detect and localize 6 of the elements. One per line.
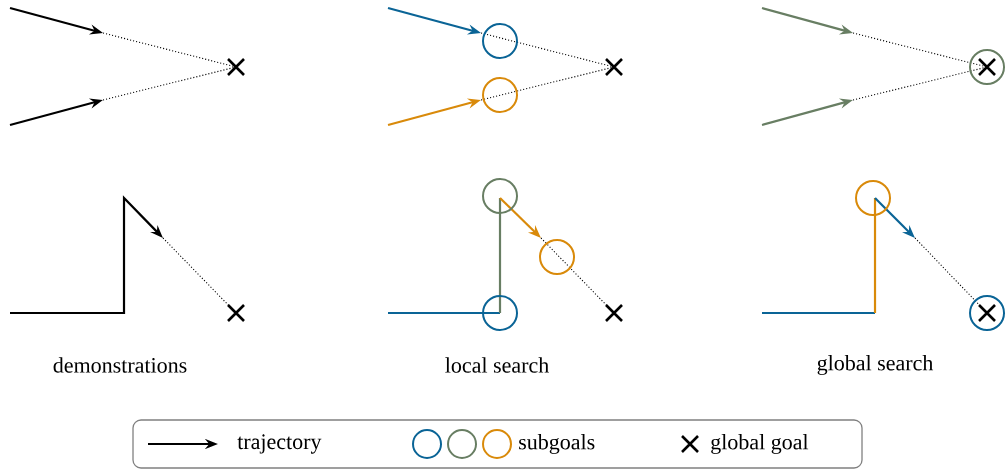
panel-caption: global search <box>817 355 934 375</box>
panel-caption: demonstrations <box>53 357 187 373</box>
panel-caption: local search <box>445 357 549 373</box>
legend-label: global goal <box>711 434 809 454</box>
legend-label: subgoals <box>519 434 595 454</box>
legend-label: trajectory <box>237 434 322 454</box>
